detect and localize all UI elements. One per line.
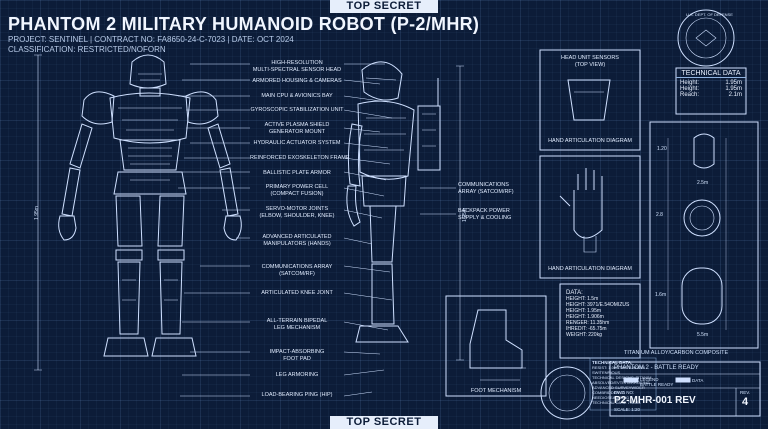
dim-label-2: 2.5m xyxy=(697,180,709,186)
callout-label-0: HIGH-RESOLUTION MULTI-SPECTRAL SENSOR HE… xyxy=(252,60,342,73)
callout-label-2: MAIN CPU & AVIONICS BAY xyxy=(261,93,333,99)
data-list-item: HEIGHT: 1.906m xyxy=(566,314,604,320)
data-list-item: IHREDIT: -65.75m xyxy=(566,326,607,332)
callout-label-16: LOAD-BEARING PING (HIP) xyxy=(261,392,333,398)
dim-label-1: 1.20 xyxy=(657,146,667,152)
callout-label-8: PRIMARY POWER CELL (COMPACT FUSION) xyxy=(265,184,329,197)
dim-label-5: 5.5m xyxy=(697,332,709,338)
tech-data-value: 1.95m xyxy=(725,86,742,92)
front-view-robot xyxy=(58,54,242,357)
tech-data-key: Height: xyxy=(680,86,700,92)
data-list-item: HEIGHT: 1.5m xyxy=(566,296,599,302)
callout-label-14: IMPACT-ABSORBING FOOT PAD xyxy=(269,349,325,362)
rev-label: REV. xyxy=(740,390,751,395)
callout-label-12: ARTICULATED KNEE JOINT xyxy=(261,290,333,296)
tech-data-row: Height: 1.95m xyxy=(680,80,742,86)
tech-data-value: 1.95m xyxy=(725,80,742,86)
classification-meta: CLASSIFICATION: RESTRICTED/NOFORN xyxy=(8,45,166,54)
callout-label-13: ALL-TERRAIN BIPEDAL LEG MECHANISM xyxy=(266,318,328,331)
side-view-robot xyxy=(346,61,441,343)
material-label: TITANIUM ALLOY/CARBON COMPOSITE xyxy=(624,350,729,356)
callout-label-7: BALLISTIC PLATE ARMOR xyxy=(263,170,331,176)
hand-caption-1: HAND ARTICULATION DIAGRAM xyxy=(548,138,632,144)
tech-data-key: Reach: xyxy=(680,92,700,98)
data-list-item: HEIGHT: 3971/E.54OMIZUS xyxy=(566,302,630,308)
legend-data: DATA xyxy=(692,378,704,383)
notes-line: NEEDIOSEADISING xyxy=(592,395,630,400)
callout-label-6: REINFORCED EXOSKELETON FRAME xyxy=(250,155,350,161)
project-meta: PROJECT: SENTINEL | CONTRACT NO: FA8650-… xyxy=(8,35,294,44)
tech-data-key: Height: xyxy=(680,80,700,86)
notes-line: TECHNICAL DESIGNS, TITANIM xyxy=(592,375,652,380)
callout-label-15: LEG ARMORING xyxy=(275,372,319,378)
callout-backpack: BACKPACK POWER SUPPLY & COOLING xyxy=(458,208,512,221)
notes-title: TECHNICAL DATA: xyxy=(592,360,633,365)
top-secret-banner: TOP SECRET xyxy=(330,0,438,13)
notes-line: RESIST: 1.00/L 0BSTLADDIN xyxy=(592,365,645,370)
bottom-secret-banner: TOP SECRET xyxy=(330,416,438,429)
legend-battle-ready: BATTLE READY xyxy=(640,382,674,387)
notes-line: ADVANCED SURVEYWIDER xyxy=(592,385,645,390)
tech-data-row: Height: 1.95m xyxy=(680,86,742,92)
head-top-caption: HEAD UNIT SENSORS (TOP VIEW) xyxy=(561,55,619,68)
notes-block: TECHNICAL DATA: RESIST: 1.00/L 0BSTLADDI… xyxy=(592,360,652,405)
dwg-no-label: DWG NO: xyxy=(614,390,635,395)
tech-data-title: TECHNICAL DATA xyxy=(676,70,746,78)
notes-line: SWITENRIOUS xyxy=(592,370,621,375)
data-list-item: HEIGHT: 1.95m xyxy=(566,308,602,314)
dim-label-4: 1.6m xyxy=(655,292,667,298)
callout-label-9: SERVO-MOTOR JOINTS (ELBOW, SHOULDER, KNE… xyxy=(259,206,335,219)
scale-label: SCALE: 1:20 xyxy=(614,407,641,412)
data-list-item: RENGER: 11.35hm xyxy=(566,320,610,326)
notes-line: ABSOLVED/EVTISTERROSING xyxy=(592,380,650,385)
hand-caption-2: HAND ARTICULATION DIAGRAM xyxy=(548,266,632,272)
callout-label-1: ARMORED HOUSING & CAMERAS xyxy=(252,78,342,84)
callout-label-11: COMMUNICATIONS ARRAY (SATCOM/RF) xyxy=(261,264,333,277)
front-height-dim: 1.95m xyxy=(33,206,40,220)
callout-label-3: GYROSCOPIC STABILIZATION UNIT xyxy=(250,107,344,113)
tech-data-row: Reach: 2.1m xyxy=(680,92,742,98)
status-label: PHANTOM 2 - BATTLE READY xyxy=(614,365,699,371)
legend-label: LEGEND xyxy=(640,377,659,382)
callout-label-5: HYDRAULIC ACTUATOR SYSTEM xyxy=(253,140,341,146)
callout-comms-side: COMMUNICATIONS ARRAY (SATCOM/RF) xyxy=(458,182,514,195)
data-list-item: WEIGHT: 220kg xyxy=(566,332,602,338)
callout-label-4: ACTIVE PLASMA SHIELD GENERATOR MOUNT xyxy=(264,122,330,135)
rev-number: 4 xyxy=(742,396,749,408)
tech-data-value: 2.1m xyxy=(728,92,742,98)
callout-label-10: ADVANCED ARTICULATED MANIPULATORS (HANDS… xyxy=(262,234,332,247)
data-list-title: DATA: xyxy=(566,290,583,296)
page-title: PHANTOM 2 MILITARY HUMANOID ROBOT (P-2/M… xyxy=(8,14,480,34)
drawing-number: P2-MHR-001 REV xyxy=(614,395,696,406)
notes-line: COMBRIDDER 03 xyxy=(592,390,625,395)
foot-caption: FOOT MECHANISM xyxy=(470,388,522,394)
notes-line: TECHNICAL DASE 7/9D23 xyxy=(592,400,641,405)
side-height-dim: 1.95m xyxy=(461,208,468,222)
dod-seal-text: U.S. DEPT. OF DEFENSE xyxy=(686,12,733,17)
dim-label-3: 2.8 xyxy=(656,212,663,218)
